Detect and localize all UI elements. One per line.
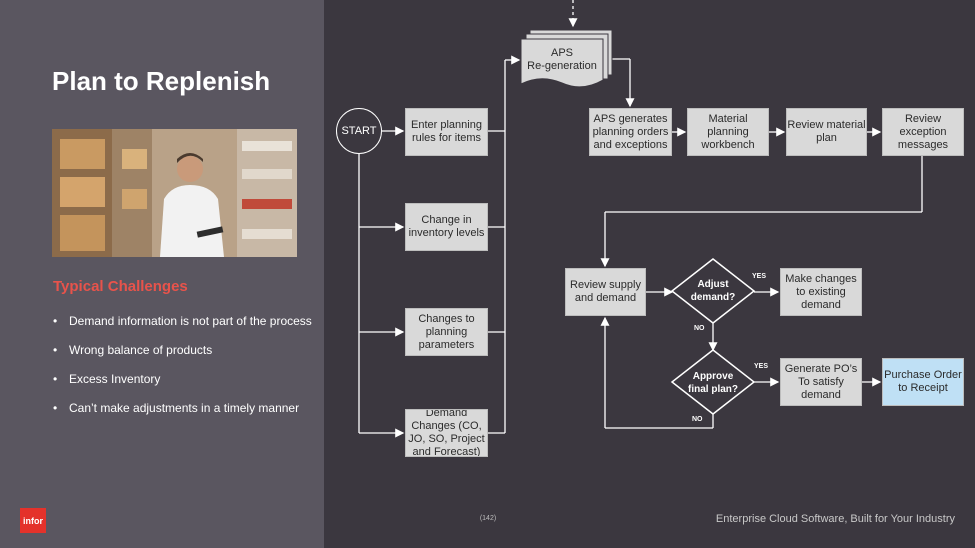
page-title: Plan to Replenish xyxy=(52,66,271,96)
infor-logo: infor xyxy=(20,508,46,533)
list-item: •Demand information is not part of the p… xyxy=(53,314,312,328)
list-item: •Excess Inventory xyxy=(53,372,161,386)
aps-regeneration-label: APS Re-generation xyxy=(527,47,597,72)
no-label: NO xyxy=(692,416,703,423)
list-item: •Wrong balance of products xyxy=(53,343,213,357)
demand-changes-box: Demand Changes (CO, JO, SO, Project and … xyxy=(405,409,488,457)
list-item: •Can’t make adjustments in a timely mann… xyxy=(53,401,300,415)
generate-pos-box: Generate PO’s To satisfy demand xyxy=(780,358,862,406)
review-material-plan-box: Review material plan xyxy=(786,108,867,156)
bullet-icon: • xyxy=(53,401,58,415)
warehouse-photo xyxy=(52,129,297,257)
page-number: (142) xyxy=(479,515,497,522)
make-changes-box: Make changes to existing demand xyxy=(780,268,862,316)
change-inventory-box: Change in inventory levels xyxy=(405,203,488,251)
enter-planning-rules-box: Enter planning rules for items xyxy=(405,108,488,156)
yes-label: YES xyxy=(752,273,767,280)
review-supply-demand-box: Review supply and demand xyxy=(565,268,646,316)
changes-planning-params-box: Changes to planning parameters xyxy=(405,308,488,356)
purchase-order-box: Purchase Order to Receipt xyxy=(882,358,964,406)
left-panel xyxy=(0,0,324,548)
tagline: Enterprise Cloud Software, Built for You… xyxy=(715,513,955,525)
start-node: START xyxy=(336,108,382,154)
bullet-icon: • xyxy=(53,372,58,386)
aps-document-shape xyxy=(520,29,613,88)
adjust-demand-decision: Adjust demand? xyxy=(690,279,736,303)
challenges-title: Typical Challenges xyxy=(53,278,188,295)
no-label: NO xyxy=(694,325,705,332)
material-workbench-box: Material planning workbench xyxy=(687,108,769,156)
review-exception-box: Review exception messages xyxy=(882,108,964,156)
yes-label: YES xyxy=(754,363,769,370)
approve-plan-decision: Approve final plan? xyxy=(688,371,738,395)
bullet-icon: • xyxy=(53,314,58,328)
bullet-icon: • xyxy=(53,343,58,357)
aps-generates-box: APS generates planning orders and except… xyxy=(589,108,672,156)
challenges-list: •Demand information is not part of the p… xyxy=(53,314,313,430)
